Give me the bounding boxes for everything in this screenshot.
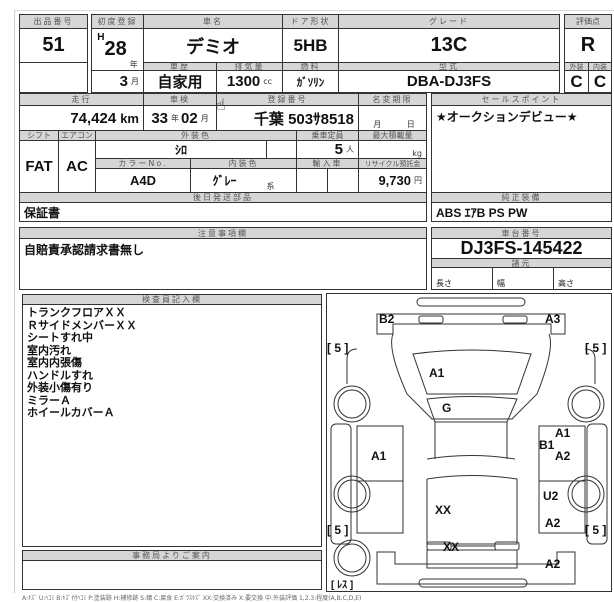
grade-label: グレード [338, 14, 560, 29]
insp-month-unit: 月 [200, 113, 209, 123]
damage-label: XX [443, 540, 460, 554]
damage-label: G [442, 401, 452, 415]
equipment: ABS ｴｱB PS PW [431, 202, 612, 222]
lot-label: 出品番号 [19, 14, 88, 29]
inspector-line: 室内内張傷 [27, 356, 82, 369]
grade: 13C [338, 28, 560, 63]
inspector-notes: トランクフロアＸＸ ＲサイドメンバーＸＸ シートすれ中 室内汚れ 室内内張傷 ハ… [22, 304, 322, 547]
fuel: ｶﾞｿﾘﾝ [282, 70, 339, 93]
door-label: ドア形状 [282, 14, 339, 29]
inspector-line: ハンドルすれ [27, 368, 93, 382]
width-cell: 幅 [492, 267, 554, 290]
nc-month-unit: 月 [373, 120, 382, 129]
history: 自家用 [143, 70, 217, 93]
import-cell-1 [296, 168, 328, 193]
inspector-line: 室内汚れ [27, 343, 71, 357]
car-outline-icon [330, 297, 608, 588]
damage-label: A3 [545, 312, 561, 326]
kg-unit: kg [412, 149, 422, 158]
damage-label: B2 [379, 312, 395, 326]
damage-diagram: B2 A3 [ 5 ] [ 5 ] A1 G A1 B1 A1 A2 U2 XX… [326, 293, 612, 592]
yen-unit: 円 [414, 176, 422, 185]
km-unit: km [120, 110, 139, 126]
shift: FAT [19, 140, 59, 193]
car-name: デミオ [143, 28, 283, 63]
interior-score: C [588, 70, 612, 93]
score: R [564, 28, 612, 63]
mileage-value: 74,424 [70, 109, 117, 127]
ext-color: ｼﾛ [95, 140, 267, 159]
max-load: kg [358, 140, 427, 159]
insp-year: 33 [151, 109, 168, 127]
lot-empty [19, 62, 88, 93]
person-unit: 人 [346, 145, 354, 154]
score-label: 評価点 [564, 14, 612, 29]
plate-number: 千葉 503ｻ8518 [216, 105, 359, 131]
insp-month: 02 [181, 109, 198, 127]
recycle-value: 9,730 [378, 173, 411, 188]
ext-color-extra [266, 140, 297, 159]
length-cell: 長さ [431, 267, 493, 290]
era: H [97, 32, 105, 43]
legend: A:ｷｽﾞ U:ﾍｺﾐ B:ｷｽﾞ付ﾍｺﾐ P:塗装跡 H:補修跡 S:錆 C:… [22, 595, 362, 602]
damage-label: [ 5 ] [327, 523, 349, 537]
first-reg-label: 初度登録 [91, 14, 144, 29]
notes: 自賠責承認請求書無し [19, 238, 427, 290]
damage-label: [ 5 ] [327, 341, 349, 355]
month-unit: 月 [131, 77, 139, 86]
ac: AC [58, 140, 96, 193]
inspector-line: シートすれ中 [27, 331, 93, 344]
chassis-number: DJ3FS-145422 [431, 238, 612, 259]
damage-label: B1 [539, 438, 555, 452]
nc-day-unit: 日 [406, 120, 415, 129]
reg-year: 28 [104, 38, 127, 60]
first-reg-year: H 28 年 [91, 28, 144, 71]
displacement-value: 1300 [226, 73, 261, 90]
inspector-line: トランクフロアＸＸ [27, 306, 126, 319]
exterior-score: C [564, 70, 589, 93]
int-color: ｸﾞﾚｰ 系 [190, 168, 297, 193]
sheet-frame [14, 10, 614, 593]
name-change: 月日 [358, 105, 427, 131]
inspector-line: ＲサイドメンバーＸＸ [27, 318, 137, 332]
year-unit: 年 [129, 60, 138, 69]
color-no: A4D [95, 168, 191, 193]
office-notes [22, 560, 322, 590]
import-cell-2 [327, 168, 359, 193]
damage-label: A2 [545, 516, 561, 530]
inspector-line: 外装小傷有り [27, 381, 93, 394]
insp-year-unit: 年 [171, 113, 179, 123]
int-color-suffix: 系 [266, 182, 275, 191]
door-type: 5HB [282, 28, 339, 63]
damage-label: A2 [545, 557, 561, 571]
height-cell: 高さ [553, 267, 612, 290]
damage-label: [ ﾚｽ ] [331, 580, 354, 591]
later-parts: 保証書 [19, 202, 427, 222]
damage-label: A1 [429, 366, 445, 380]
damage-label: [ 5 ] [585, 523, 607, 537]
damage-label: A1 [371, 449, 387, 463]
model-code: DBA-DJ3FS [338, 70, 560, 93]
lot-number: 51 [19, 28, 88, 63]
damage-label: U2 [543, 489, 559, 503]
inspector-line: ホイールカバーＡ [27, 406, 115, 419]
damage-label: A1 [555, 426, 571, 440]
damage-label: A2 [555, 449, 571, 463]
int-color-value: ｸﾞﾚｰ [212, 174, 237, 188]
sales-point: ★オークションデビュー★ [431, 105, 612, 193]
damage-label: [ 5 ] [585, 341, 607, 355]
hand-cursor-icon: ☝ [216, 95, 226, 114]
inspector-line: ミラーＡ [27, 393, 71, 407]
car-name-label: 車名 [143, 14, 283, 29]
cc-unit: cc [263, 77, 273, 86]
reg-month: 3 [119, 73, 128, 90]
capacity-value: 5 [334, 141, 343, 158]
damage-label: XX [435, 503, 452, 517]
